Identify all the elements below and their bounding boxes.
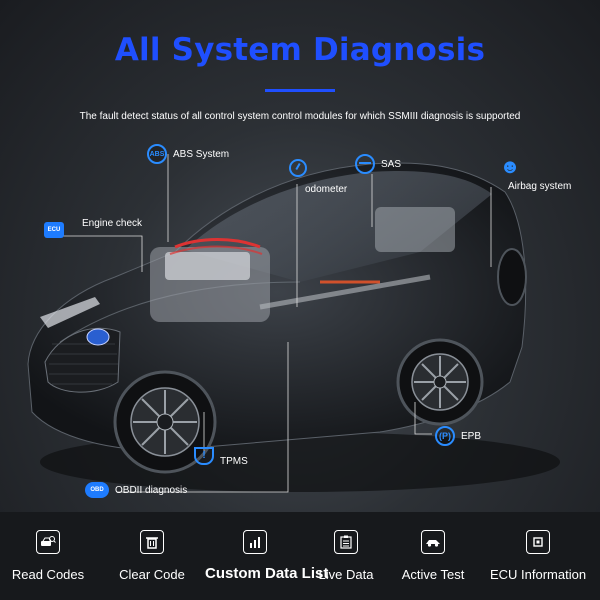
airbag-system-callout: Airbag system [508,181,571,192]
ecu-information-button[interactable]: ECU Information [488,530,588,582]
ecu-icon-text: ECU [47,227,61,233]
read-codes-label: Read Codes [11,567,85,582]
active-test-icon [421,530,445,554]
abs-icon-text: ABS [149,150,165,158]
clipboard-icon [334,530,358,554]
airbag-system-label: Airbag system [508,181,572,192]
engine-check-callout: ECU Engine check [44,218,142,238]
live-data-label: Live Data [318,567,374,582]
odometer-callout: odometer [305,184,347,195]
live-data-button[interactable]: Live Data [296,530,396,582]
ecu-information-label: ECU Information [489,567,587,582]
read-codes-icon [36,530,60,554]
title-underline [265,89,335,92]
airbag-icon: ☻ [499,156,521,178]
abs-icon: ABS [147,144,167,164]
page-title: All System Diagnosis [114,32,486,68]
obd-icon-text: OBD [90,487,104,493]
bar-chart-icon [243,530,267,554]
tpms-callout: ! TPMS [194,444,248,467]
engine-check-label: Engine check [82,217,143,229]
steering-wheel-icon [355,154,375,174]
active-test-label: Active Test [401,567,465,582]
trash-icon [140,530,164,554]
odometer-label: odometer [305,184,348,195]
obdii-diagnosis-label: OBDII diagnosis [115,484,188,496]
abs-system-callout: ABS ABS System [147,144,229,164]
page-subtitle: The fault detect status of all control s… [79,111,521,122]
sas-callout: SAS [355,154,401,174]
ecu-engine-icon: ECU [44,222,64,238]
custom-data-list-button[interactable]: Custom Data List [205,530,329,582]
abs-system-label: ABS System [173,148,230,160]
tpms-icon: ! [194,446,214,465]
epb-label: EPB [461,430,482,442]
function-bar [0,512,600,600]
car-illustration [27,154,560,493]
custom-data-list-label: Custom Data List [205,565,329,582]
clear-code-button[interactable]: Clear Code [102,530,202,582]
epb-callout: (P) EPB [435,426,481,446]
clear-code-label: Clear Code [119,567,185,582]
odometer-icon [289,159,307,177]
active-test-button[interactable]: Active Test [383,530,483,582]
epb-icon: (P) [435,426,455,446]
obdii-diagnosis-callout: OBD OBDII diagnosis [85,482,187,498]
sas-label: SAS [381,158,402,170]
tpms-label: TPMS [220,456,248,467]
car-illustration-area: ABS ABS System odometer SAS ☻ Airbag sys… [0,132,600,512]
obd-icon: OBD [85,482,109,498]
chip-icon [526,530,550,554]
read-codes-button[interactable]: Read Codes [0,530,98,582]
